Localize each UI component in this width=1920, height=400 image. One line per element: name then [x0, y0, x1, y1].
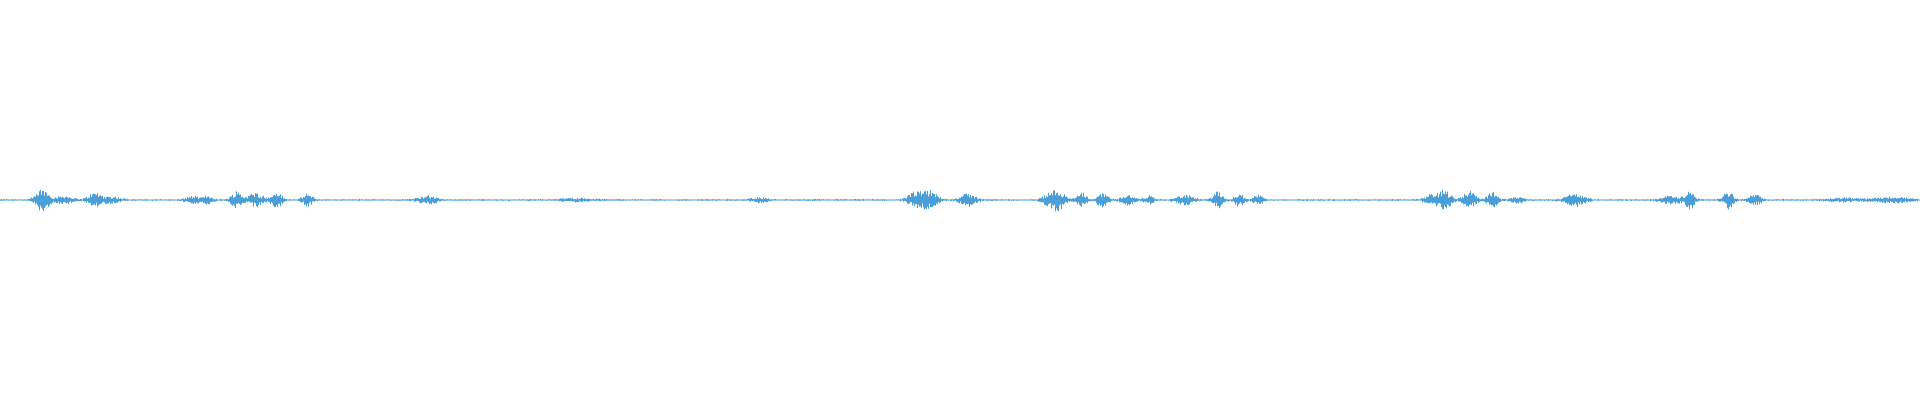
waveform-path: [0, 189, 1920, 212]
